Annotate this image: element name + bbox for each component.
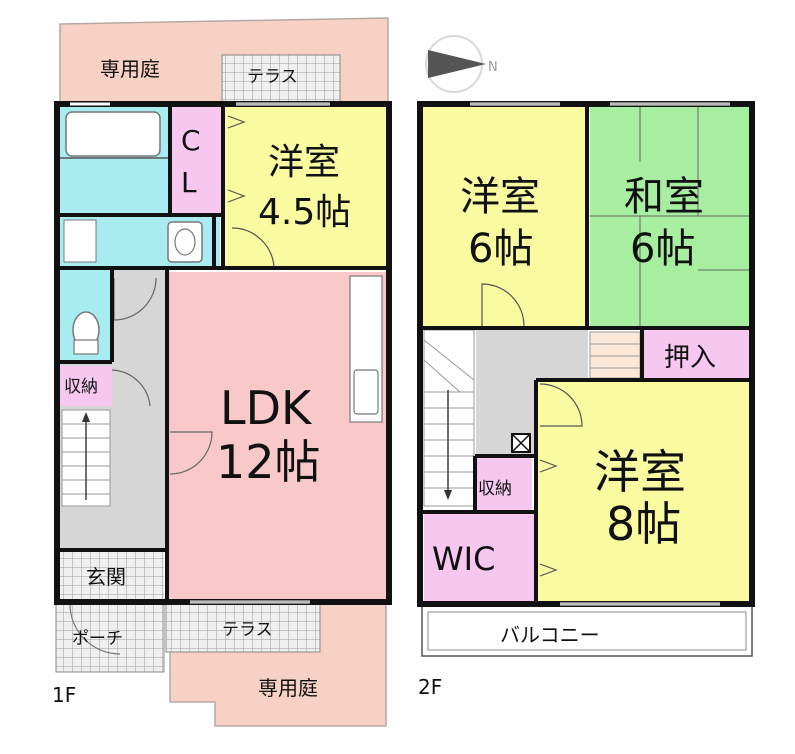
tatami-lines <box>590 106 750 328</box>
toilet-tank-icon <box>73 339 99 355</box>
balcony-inner <box>427 611 747 651</box>
compass: N <box>425 35 498 93</box>
japanese-name: 和室 <box>624 174 704 220</box>
door-swing-4-5 <box>231 227 275 269</box>
washing-machine-icon <box>63 219 97 263</box>
western-6-size: 6帖 <box>468 226 533 272</box>
closet-label-c: C <box>181 124 201 157</box>
garden-bottom-label: 専用庭 <box>258 676 318 700</box>
storage-1f-label: 収納 <box>64 377 98 397</box>
japanese-size: 6帖 <box>630 226 695 272</box>
door-swing-8 <box>539 383 583 427</box>
stairs-1f <box>61 409 111 507</box>
wic-door-mark <box>539 563 558 577</box>
bathtub-icon <box>65 111 161 157</box>
entrance-label: 玄関 <box>86 565 126 589</box>
windows-2f <box>470 102 730 606</box>
floor-2: 洋室 6帖 和室 6帖 押入 <box>417 101 755 699</box>
western-6-name: 洋室 <box>460 174 540 220</box>
western-4-5-size: 4.5帖 <box>258 192 351 233</box>
storage-1f <box>60 366 112 406</box>
storage-door-swing <box>111 369 151 407</box>
closet-door-mark-2 <box>227 189 246 203</box>
storage-2f-label: 収納 <box>478 479 512 499</box>
oshiire <box>644 330 750 378</box>
garden-top-label: 専用庭 <box>100 57 160 81</box>
walk-in-closet <box>424 514 534 602</box>
hallway-1f <box>112 270 166 550</box>
porch-label: ポーチ <box>72 629 123 649</box>
ldk-size: 12帖 <box>216 435 321 489</box>
ldk-door-swing <box>169 431 213 475</box>
terrace-top <box>221 54 341 104</box>
western-8-name: 洋室 <box>594 445 686 499</box>
japanese-room <box>590 106 750 328</box>
step-2f <box>589 331 641 379</box>
sink-bowl-icon <box>174 228 196 256</box>
storage-2f <box>476 456 532 512</box>
wic-label: WIC <box>432 540 495 578</box>
balcony-label: バルコニー <box>500 623 600 647</box>
floor-1: 専用庭 テラス 専用庭 テラス ポーチ C L 洋室 4.5帖 <box>52 17 392 727</box>
toilet-door-swing <box>113 277 157 321</box>
western-4-5-name: 洋室 <box>268 142 340 183</box>
door-swing-6 <box>481 283 525 327</box>
inner-walls-2f <box>420 104 752 604</box>
kitchen-sink-icon <box>353 369 379 415</box>
duct-cross-b <box>511 433 531 453</box>
western-8-size: 8帖 <box>606 497 681 551</box>
terrace-bottom-label: テラス <box>222 620 273 640</box>
western-room-6 <box>422 106 586 328</box>
hallway-2f <box>476 330 588 380</box>
inner-walls-1f <box>57 104 389 602</box>
oshiire-label: 押入 <box>664 343 716 373</box>
closet <box>170 106 222 214</box>
storage-door-mark <box>539 459 558 473</box>
closet-door-mark <box>227 115 246 129</box>
compass-north-label: N <box>488 60 498 75</box>
floor-1-label: 1F <box>52 683 76 707</box>
western-room-8 <box>536 382 750 602</box>
compass-arrow-icon <box>428 50 486 78</box>
stairs-2f <box>423 329 475 507</box>
porch-door-swing <box>69 603 121 655</box>
western-room-4-5 <box>224 106 386 268</box>
windows-1f <box>70 102 330 604</box>
terrace-top-label: テラス <box>247 67 298 87</box>
ldk-name: LDK <box>220 381 313 435</box>
entrance <box>60 552 164 602</box>
closet-label-l: L <box>181 166 197 199</box>
balcony <box>421 605 753 657</box>
floor-2-label: 2F <box>418 675 442 699</box>
